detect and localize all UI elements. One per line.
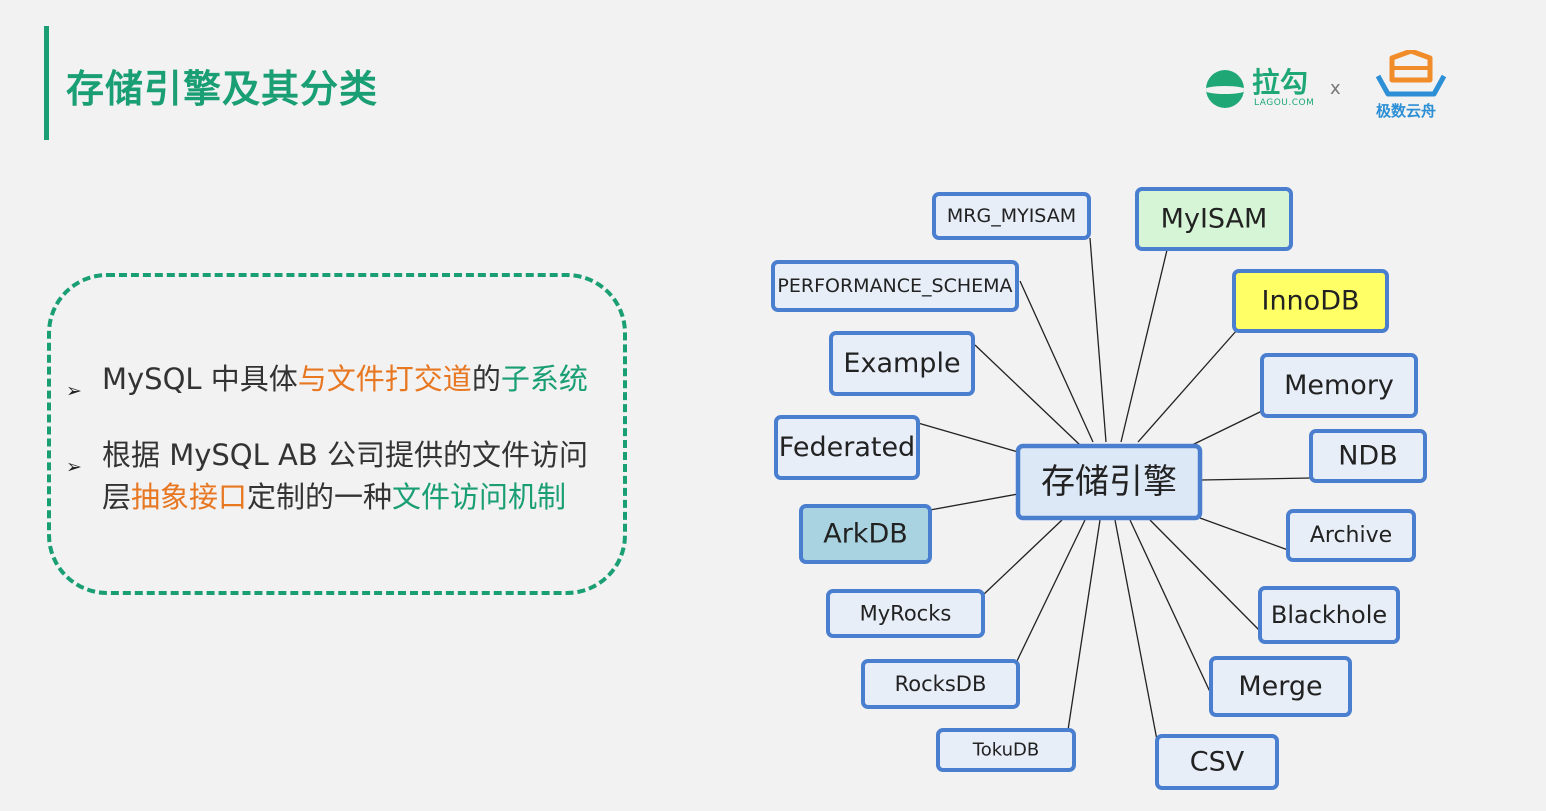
node-label: ArkDB [823,519,908,550]
page-title: 存储引擎及其分类 [66,67,379,111]
node-label: MRG_MYISAM [947,205,1076,227]
diagram-edge [1189,410,1263,447]
jishu-logo: 极数云舟 [1374,48,1448,122]
node-label: InnoDB [1261,286,1359,317]
bullet-item: ➢ 根据 MySQL AB 公司提供的文件访问 层抽象接口定制的一种文件访问机制 [66,438,588,514]
arrow-bullet-icon: ➢ [66,380,82,402]
lagou-wave-icon [1206,70,1244,108]
bullet-item: ➢ MySQL 中具体与文件打交道的子系统 [66,358,588,402]
diagram-edge [917,422,1019,453]
node-label: 存储引擎 [1041,462,1177,502]
diagram-edge [982,519,1063,596]
diagram-edge [1114,519,1158,741]
diagram-edge [1199,517,1289,551]
node-label: Example [843,348,960,379]
node-label: Merge [1238,671,1322,702]
engine-node-performance-schema: PERFORMANCE_SCHEMA [771,260,1019,312]
node-label: RocksDB [895,672,987,696]
node-label: Archive [1310,523,1392,548]
node-label: MyISAM [1161,204,1268,235]
diagram-edge [1200,477,1312,481]
engine-node-blackhole: Blackhole [1258,586,1400,644]
engine-node-mrg-myisam: MRG_MYISAM [932,192,1091,240]
storage-engine-center-node: 存储引擎 [1015,443,1203,521]
diagram-edge [1089,237,1107,443]
engine-node-merge: Merge [1209,656,1352,717]
engine-node-arkdb: ArkDB [799,504,932,564]
diagram-edge [1137,329,1238,443]
lagou-logo: 拉勾 LAGOU.COM [1206,68,1316,112]
diagram-edge [1015,519,1086,664]
node-label: Blackhole [1271,601,1387,629]
title-accent-bar [44,26,49,140]
jishu-logo-text: 极数云舟 [1376,102,1437,120]
engine-node-ndb: NDB [1309,429,1427,483]
definition-box [47,273,627,595]
engine-node-federated: Federated [774,415,920,480]
node-label: MyRocks [860,602,952,626]
engine-node-tokudb: TokuDB [936,728,1076,772]
diagram-edge [1149,519,1261,632]
diagram-edge [1120,249,1168,443]
diagram-edge [1067,519,1101,731]
engine-node-myrocks: MyRocks [826,589,985,638]
engine-node-rocksdb: RocksDB [861,659,1020,709]
boat-house-icon [1375,48,1447,97]
lagou-logo-subtext: LAGOU.COM [1254,98,1315,108]
node-label: NDB [1338,441,1398,472]
logo-separator: x [1330,78,1341,99]
lagou-logo-text: 拉勾 [1252,66,1309,99]
engine-node-innodb: InnoDB [1232,269,1389,333]
engine-node-myisam: MyISAM [1135,187,1293,251]
engine-node-memory: Memory [1260,353,1418,418]
node-label: Federated [779,432,915,463]
arrow-bullet-icon: ➢ [66,456,82,478]
node-label: TokuDB [972,740,1039,761]
node-label: PERFORMANCE_SCHEMA [777,275,1012,297]
node-label: Memory [1284,370,1394,401]
diagram-edge [1019,280,1094,443]
diagram-edge [929,493,1019,511]
node-label: CSV [1190,747,1245,778]
diagram-edge [974,344,1081,446]
diagram-edge [1129,519,1212,695]
engine-node-example: Example [829,331,975,396]
engine-node-csv: CSV [1155,734,1279,790]
engine-node-archive: Archive [1286,509,1416,562]
